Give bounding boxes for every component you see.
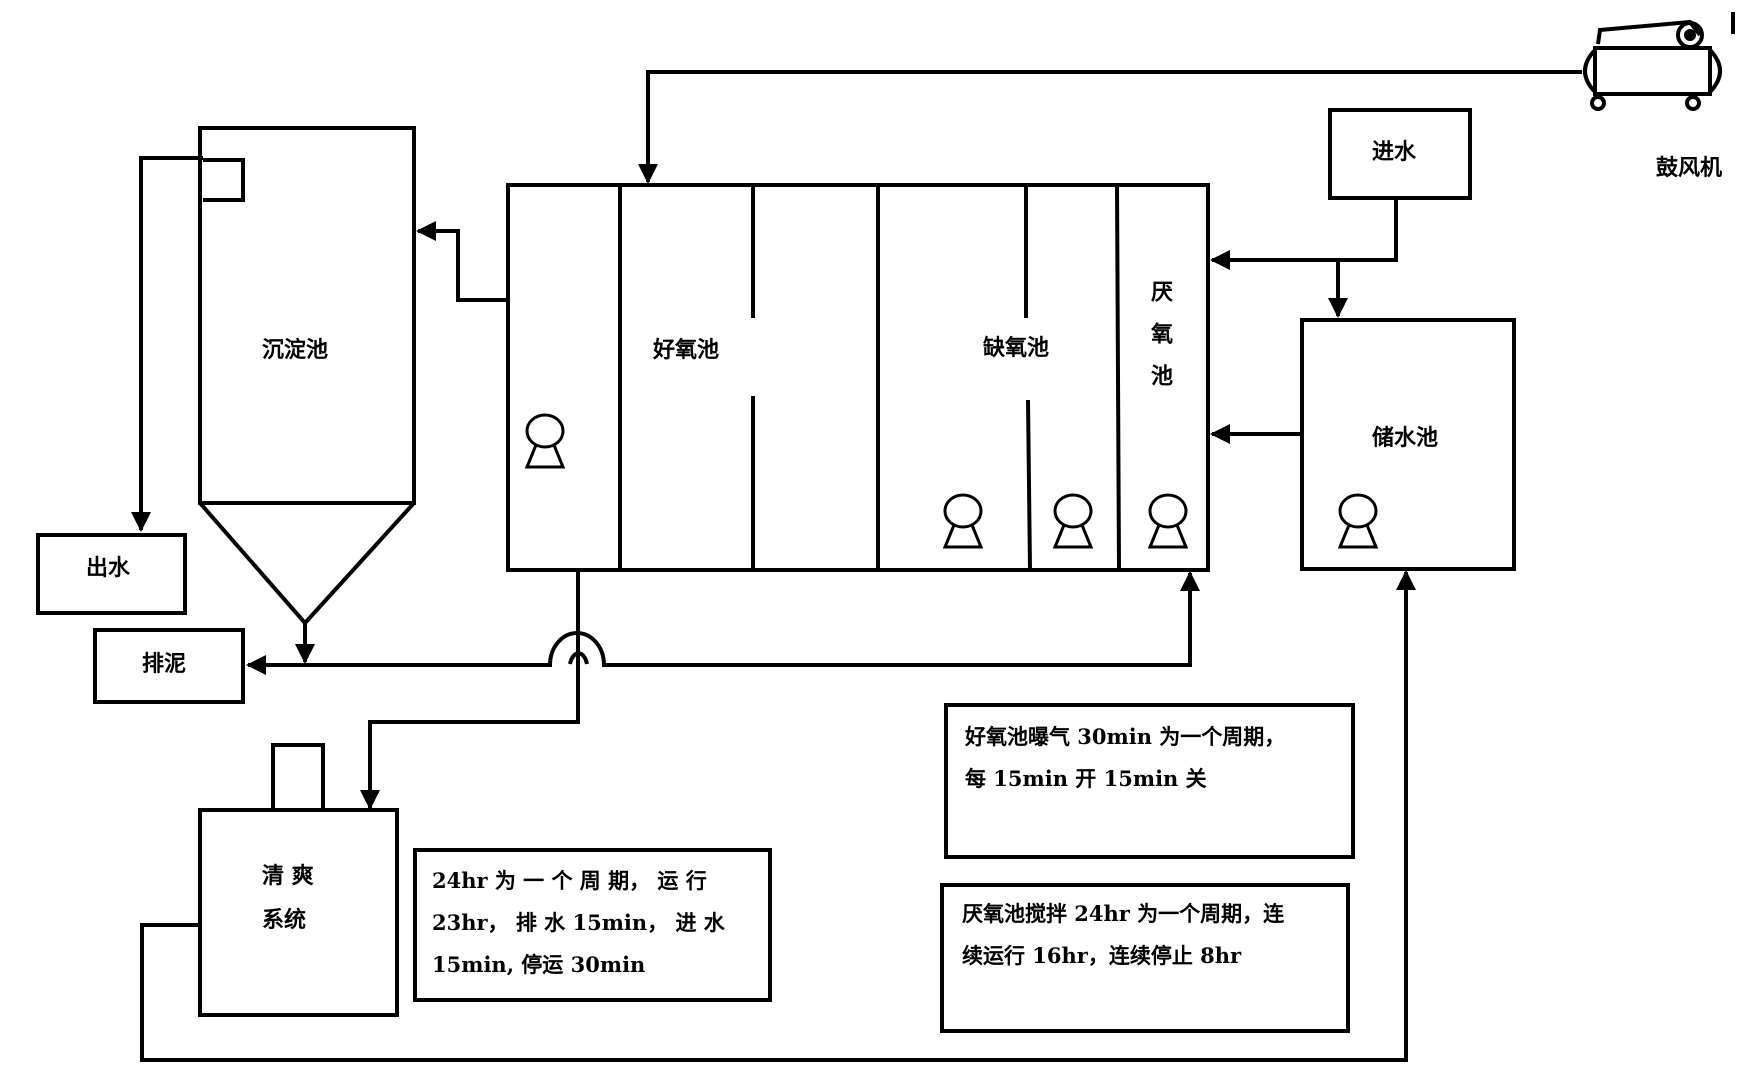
flow-return-to-anaerobic (305, 571, 1200, 667)
settling-tank-label: 沉淀池 (262, 338, 329, 363)
aerobic-tank-label: 好氧池 (653, 338, 720, 363)
anaerobic-tank-label: 厌氧池 (1147, 280, 1172, 406)
aeration-note: 好氧池曝气 30min 为一个周期， 每 15min 开 15min 关 (965, 716, 1285, 800)
inlet-label: 进水 (1372, 140, 1417, 165)
aeration-note-box (944, 703, 1355, 859)
flow-settling-to-effluent (131, 156, 203, 532)
flow-cleaning-to-storage (140, 570, 1416, 1062)
storage-tank-label: 储水池 (1372, 426, 1439, 451)
aeration-note-line: 好氧池曝气 30min 为一个周期， (965, 724, 1286, 749)
anaerobic-note: 厌氧池搅拌 24hr 为一个周期，连 续运行 16hr，连续停止 8hr (962, 893, 1284, 977)
mixer-icon (1052, 493, 1094, 549)
mixer-icon (1147, 493, 1189, 549)
mixer-icon (1337, 493, 1379, 549)
cycle-note-line: 15min, 停运 30min (432, 952, 646, 977)
sludge-label: 排泥 (142, 652, 187, 677)
mixer-icon (524, 413, 566, 469)
cycle-note-line: 24hr 为 一 个 周 期， 运 行 (432, 868, 707, 893)
inlet-box (1328, 108, 1472, 200)
flow-blower-to-aerobic (638, 70, 1582, 184)
settling-tank (198, 126, 416, 505)
cycle-note-line: 23hr， 排 水 15min， 进 水 (432, 910, 725, 935)
effluent-label: 出水 (86, 556, 131, 581)
reactor-tank (506, 183, 1210, 572)
anaerobic-note-line: 续运行 16hr，连续停止 8hr (962, 943, 1242, 968)
cleaning-system-label-1: 清 爽 (262, 864, 314, 889)
blower-label: 鼓风机 (1656, 156, 1723, 181)
aeration-note-line: 每 15min 开 15min 关 (965, 766, 1207, 791)
cycle-note-box (413, 848, 772, 1002)
sludge-box (93, 628, 245, 704)
effluent-box (36, 533, 187, 615)
flow-aerobic-to-settling (416, 221, 508, 302)
anaerobic-note-box (940, 883, 1350, 1033)
anoxic-tank-label: 缺氧池 (983, 336, 1050, 361)
cycle-note: 24hr 为 一 个 周 期， 运 行 23hr， 排 水 15min， 进 水… (432, 860, 725, 986)
anaerobic-note-line: 厌氧池搅拌 24hr 为一个周期，连 (962, 901, 1285, 926)
mixer-icon (942, 493, 984, 549)
storage-tank (1300, 318, 1516, 571)
blower-icon (1583, 12, 1735, 111)
cleaning-system-label-2: 系统 (262, 908, 307, 933)
flow-to-cleaning-system (360, 648, 580, 810)
